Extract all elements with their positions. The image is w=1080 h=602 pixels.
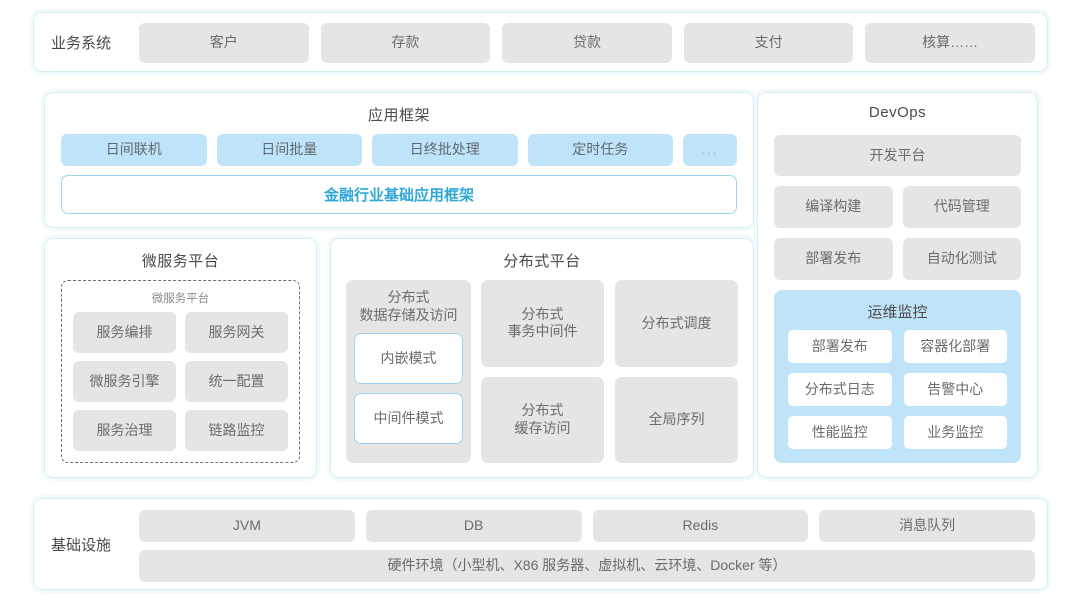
ops-monitoring-title: 运维监控 — [867, 304, 928, 321]
microservice-platform-title: 微服务平台 — [141, 253, 220, 270]
devops-chip-deploy-release[interactable]: 部署发布 — [774, 238, 893, 280]
dist-chip-middleware-mode[interactable]: 中间件模式 — [354, 393, 463, 444]
business-chip-customer[interactable]: 客户 — [139, 23, 309, 63]
app-chip-daytime-online[interactable]: 日间联机 — [61, 134, 207, 166]
business-chip-payment[interactable]: 支付 — [683, 23, 854, 63]
app-chip-scheduled-task[interactable]: 定时任务 — [527, 134, 673, 166]
business-systems-chip-list: 客户 存款 贷款 支付 核算…… — [139, 23, 1035, 63]
application-framework-chip-list: 日间联机 日间批量 日终批处理 定时任务 ... — [61, 134, 737, 166]
app-chip-more[interactable]: ... — [683, 134, 737, 166]
business-chip-deposit[interactable]: 存款 — [320, 23, 491, 63]
infrastructure-chip-list: JVM DB Redis 消息队列 — [139, 510, 1035, 542]
business-systems-label: 业务系统 — [51, 34, 112, 52]
business-systems-panel: 业务系统 客户 存款 贷款 支付 核算…… — [33, 12, 1048, 72]
micro-chip-microservice-engine[interactable]: 微服务引擎 — [73, 361, 176, 402]
business-chip-accounting[interactable]: 核算…… — [865, 23, 1035, 63]
infra-chip-message-queue[interactable]: 消息队列 — [819, 510, 1035, 542]
ops-chip-alert-center[interactable]: 告警中心 — [902, 372, 1008, 407]
micro-chip-unified-config[interactable]: 统一配置 — [185, 361, 288, 402]
micro-chip-service-orchestration[interactable]: 服务编排 — [73, 312, 176, 353]
devops-panel: DevOps 开发平台 编译构建 代码管理 部署发布 自动化测试 运维监控 部署… — [757, 92, 1038, 478]
micro-chip-trace-monitoring[interactable]: 链路监控 — [185, 410, 288, 451]
microservice-dashed-group: 微服务平台 服务编排 服务网关 微服务引擎 统一配置 服务治理 链路监控 — [61, 280, 300, 463]
distributed-body: 分布式 数据存储及访问 内嵌模式 中间件模式 分布式 事务中间件 分布式调度 分… — [346, 280, 738, 463]
infrastructure-label: 基础设施 — [51, 536, 112, 554]
micro-chip-service-governance[interactable]: 服务治理 — [73, 410, 176, 451]
ops-monitoring-grid: 部署发布 容器化部署 分布式日志 告警中心 性能监控 业务监控 — [787, 329, 1008, 450]
microservice-platform-panel: 微服务平台 微服务平台 服务编排 服务网关 微服务引擎 统一配置 服务治理 链路… — [44, 238, 317, 478]
devops-chip-grid: 编译构建 代码管理 部署发布 自动化测试 — [774, 186, 1021, 280]
infra-chip-hardware-environment[interactable]: 硬件环境（小型机、X86 服务器、虚拟机、云环境、Docker 等） — [139, 550, 1035, 582]
dist-chip-embedded-mode[interactable]: 内嵌模式 — [354, 333, 463, 384]
dist-chip-global-sequence[interactable]: 全局序列 — [615, 376, 738, 463]
dist-chip-transaction-middleware[interactable]: 分布式 事务中间件 — [481, 280, 604, 367]
devops-title: DevOps — [868, 104, 927, 121]
distributed-chip-grid: 分布式 事务中间件 分布式调度 分布式 缓存访问 全局序列 — [481, 280, 738, 463]
ops-chip-performance-monitor[interactable]: 性能监控 — [787, 415, 893, 450]
devops-chip-automated-test[interactable]: 自动化测试 — [902, 238, 1021, 280]
application-framework-panel: 应用框架 日间联机 日间批量 日终批处理 定时任务 ... 金融行业基础应用框架 — [44, 92, 754, 228]
dist-storage-header: 分布式 数据存储及访问 — [359, 289, 458, 323]
ops-chip-distributed-log[interactable]: 分布式日志 — [787, 372, 893, 407]
application-framework-title: 应用框架 — [367, 107, 430, 124]
infra-chip-jvm[interactable]: JVM — [139, 510, 355, 542]
app-chip-daytime-batch[interactable]: 日间批量 — [216, 134, 362, 166]
infra-chip-redis[interactable]: Redis — [592, 510, 809, 542]
base-application-framework-bar[interactable]: 金融行业基础应用框架 — [61, 175, 737, 214]
business-chip-loan[interactable]: 贷款 — [502, 23, 672, 63]
microservice-inner-title: 微服务平台 — [151, 293, 210, 305]
micro-chip-service-gateway[interactable]: 服务网关 — [185, 312, 288, 353]
infrastructure-panel: 基础设施 JVM DB Redis 消息队列 硬件环境（小型机、X86 服务器、… — [33, 498, 1048, 590]
ops-chip-deploy-release[interactable]: 部署发布 — [787, 329, 893, 364]
dist-chip-scheduling[interactable]: 分布式调度 — [615, 280, 738, 367]
app-chip-eod-batch[interactable]: 日终批处理 — [372, 134, 518, 166]
devops-chip-code-management[interactable]: 代码管理 — [902, 186, 1021, 228]
ops-chip-business-monitor[interactable]: 业务监控 — [902, 415, 1008, 450]
dist-chip-cache-access[interactable]: 分布式 缓存访问 — [481, 376, 604, 463]
devops-chip-compile-build[interactable]: 编译构建 — [774, 186, 893, 228]
distributed-platform-title: 分布式平台 — [503, 253, 581, 270]
infra-chip-db[interactable]: DB — [365, 510, 582, 542]
ops-chip-containerized-deploy[interactable]: 容器化部署 — [902, 329, 1008, 364]
distributed-platform-panel: 分布式平台 分布式 数据存储及访问 内嵌模式 中间件模式 分布式 事务中间件 分… — [330, 238, 754, 478]
ops-monitoring-box: 运维监控 部署发布 容器化部署 分布式日志 告警中心 性能监控 业务监控 — [774, 290, 1021, 463]
infrastructure-hardware-row: 硬件环境（小型机、X86 服务器、虚拟机、云环境、Docker 等） — [139, 550, 1035, 582]
microservice-chip-grid: 服务编排 服务网关 微服务引擎 统一配置 服务治理 链路监控 — [73, 312, 288, 451]
devops-chip-dev-platform[interactable]: 开发平台 — [774, 135, 1021, 176]
dist-chip-data-storage-access[interactable]: 分布式 数据存储及访问 内嵌模式 中间件模式 — [346, 280, 471, 463]
